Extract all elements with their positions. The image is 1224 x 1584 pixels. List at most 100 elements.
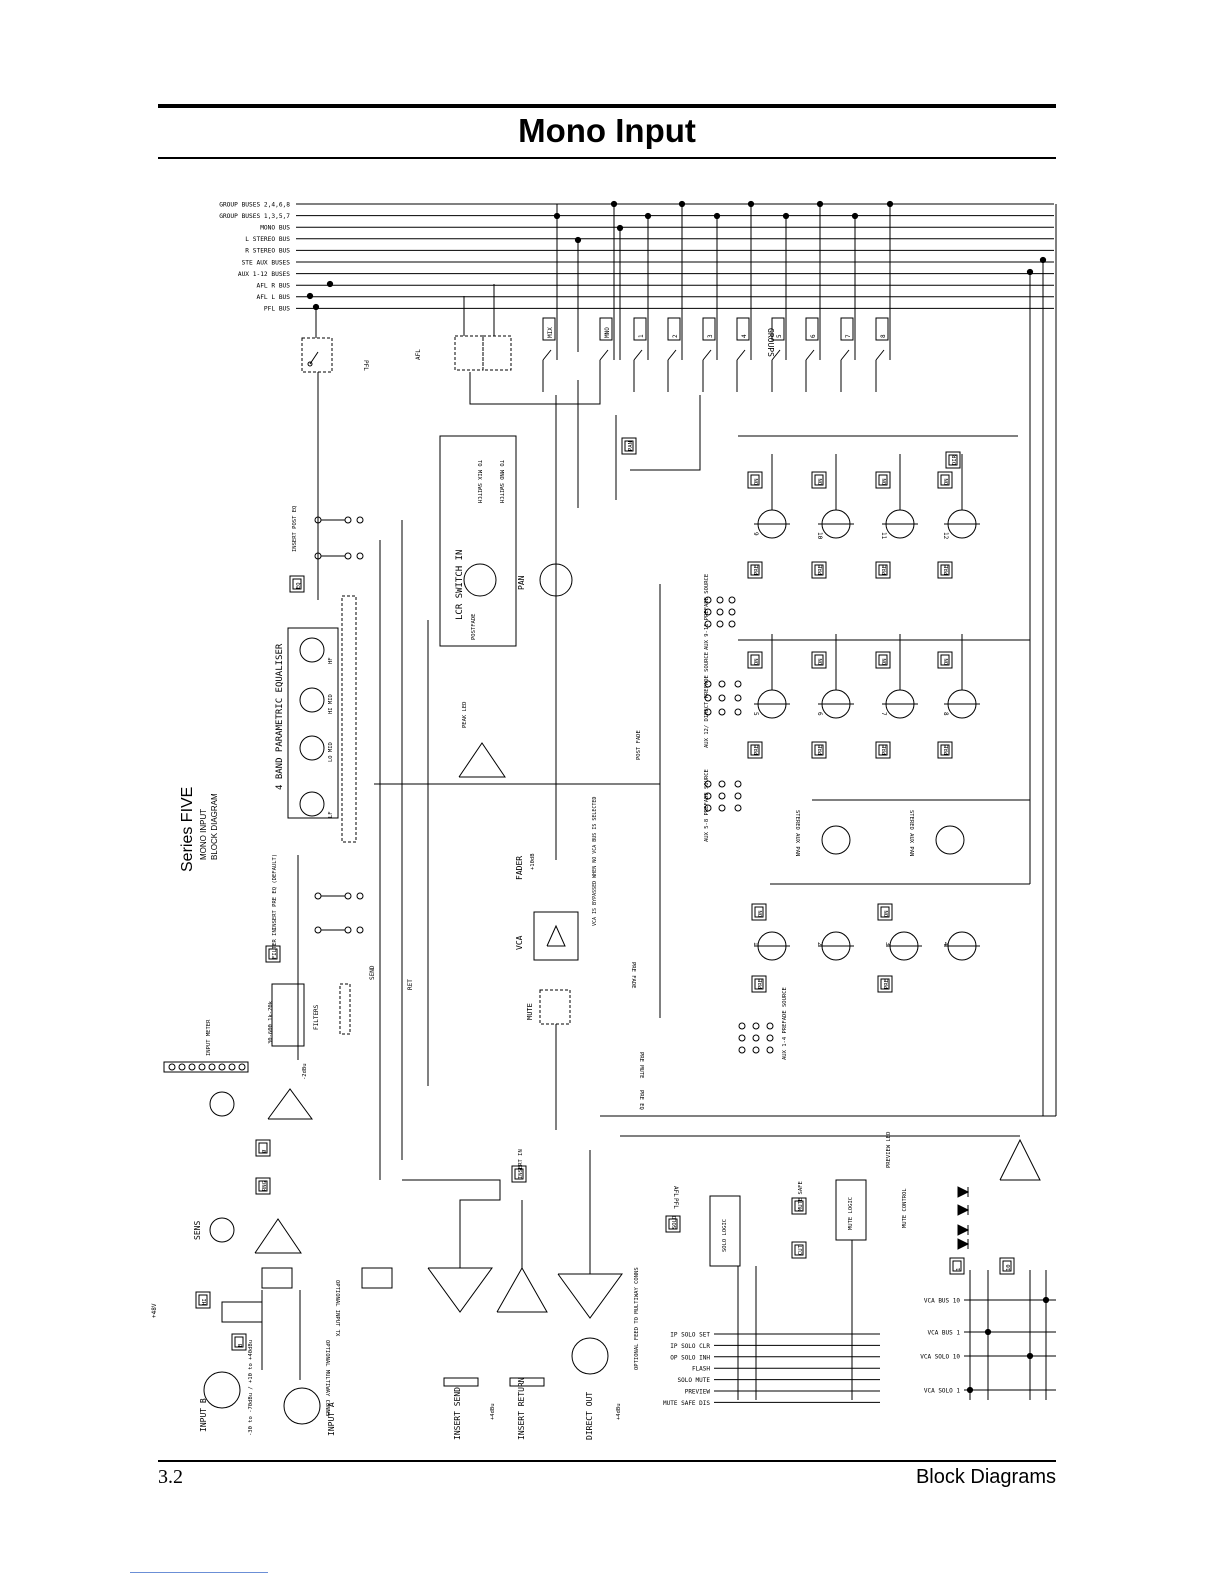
control-line-label: OP SOLO INH	[670, 1354, 710, 1361]
post-fade-label: POST FADE	[636, 730, 642, 760]
routing-button-3	[633, 317, 647, 341]
aux-top-pre-11-inner	[878, 564, 888, 576]
input-a-label: INPUT A	[327, 1402, 336, 1436]
aux-5-8-source-label: AUX 5-8 PREFADE SOURCE	[704, 769, 710, 842]
vca-line-label: VCA BUS 1	[927, 1330, 960, 1337]
meter-led	[188, 1063, 196, 1071]
mute-box	[539, 989, 571, 1025]
eq-title: 4 BAND PARAMETRIC EQUALISER	[275, 643, 285, 790]
vca-button-10-label: 10	[1006, 1264, 1012, 1271]
groups-label: GROUPS	[766, 328, 775, 357]
diode	[957, 1186, 970, 1198]
routing-button-1-label: MIX	[547, 327, 554, 338]
junction-dot	[326, 280, 334, 288]
aux-mid-pre-6-label: PRE	[818, 745, 824, 755]
fader-gain-label: +10dB	[530, 853, 536, 870]
insert-send-amp	[427, 1267, 493, 1313]
input-trim-amp	[267, 1088, 313, 1120]
filter-in-button-label: FILTER IN	[272, 929, 278, 959]
routing-switch	[736, 349, 746, 361]
aux-sends	[754, 454, 980, 961]
aux-source-jack	[738, 1034, 746, 1042]
routing-switch	[771, 349, 781, 361]
routing-button-10-label: 8	[880, 334, 887, 338]
aux-mid-on-7-label: ON	[882, 658, 888, 665]
aux-source-jack	[728, 620, 736, 628]
aux-mid-pre-7-label: PRE	[882, 745, 888, 755]
aux-mid-pre-6	[811, 741, 827, 759]
optional-multiway-label: OPTIONAL MULTIWAY CONNS	[324, 1340, 330, 1416]
aux-bottom-on-1	[751, 903, 767, 921]
insert-in-button	[511, 1165, 527, 1183]
aux-source-jack	[766, 1022, 774, 1030]
aux-source-jack	[728, 608, 736, 616]
aux-mid-num-7: 7	[880, 712, 887, 716]
aux-source-jack	[734, 780, 742, 788]
aux-source-jack	[704, 680, 712, 688]
routing-button-3-label: 1	[638, 334, 645, 338]
eq-band-3	[299, 687, 325, 713]
solo-button	[665, 1215, 681, 1233]
aux-mid-pre-6-inner	[814, 744, 824, 756]
control-line-label: FLASH	[692, 1366, 710, 1373]
aux-source-jack	[716, 596, 724, 604]
aux-1-4-source-label: AUX 1-4 PREFADE SOURCE	[782, 987, 788, 1060]
filter-range-label: 30-600 1k-20k	[268, 1000, 274, 1044]
aux-source-jack	[716, 608, 724, 616]
eq-button-inner	[292, 578, 302, 590]
aux-bottom-pre-1-label: PRE	[758, 979, 764, 989]
control-line-label: PREVIEW	[685, 1389, 711, 1396]
aux-top-pre-11-label: PRE	[882, 565, 888, 575]
solo-button-inner	[668, 1218, 678, 1230]
control-line-label: IP SOLO SET	[670, 1332, 710, 1339]
insert-send-label: INSERT SEND	[453, 1387, 462, 1440]
eq-bypass-path	[341, 595, 357, 843]
junction-dot	[747, 200, 755, 208]
sens-pot	[209, 1217, 235, 1243]
vca-line-label: VCA SOLO 1	[924, 1388, 961, 1395]
aux-mid-on-5-inner	[750, 654, 760, 666]
dir-button-label: DIR	[952, 454, 958, 465]
junction-dot	[851, 212, 859, 220]
footer-page-number: 3.2	[158, 1466, 183, 1488]
routing-switch	[667, 349, 677, 361]
aux-mid-num-6: 6	[816, 712, 823, 716]
mute-label: MUTE	[526, 1003, 534, 1020]
pan-button-label: PAN	[628, 441, 634, 451]
solo-logic-box	[709, 1195, 741, 1267]
eq-band-2	[299, 735, 325, 761]
insert-jack	[356, 892, 364, 900]
aux-source-jack	[704, 596, 712, 604]
routing-switch	[840, 349, 850, 361]
routing-button-9-label: 7	[845, 334, 852, 338]
b-button	[231, 1333, 247, 1351]
vca-line-label: VCA BUS 10	[924, 1298, 961, 1305]
direct-out-xlr	[571, 1337, 609, 1375]
aux-source-jack	[704, 792, 712, 800]
aux-bottom-on-1-inner	[754, 906, 764, 918]
signal-wires	[261, 204, 1057, 1403]
aux-source-jack	[704, 708, 712, 716]
aux-top-pre-11	[875, 561, 891, 579]
aux-mid-pre-7	[875, 741, 891, 759]
aux-source-jack	[738, 1046, 746, 1054]
pre-fade-label: PRE FADE	[630, 962, 636, 989]
aux-top-pre-9-inner	[750, 564, 760, 576]
insert-send-level: +4dBu	[490, 1403, 496, 1420]
aux-top-num-11: 11	[880, 532, 887, 540]
bus-label: PFL BUS	[264, 306, 290, 313]
vca-button-1-inner	[952, 1260, 962, 1272]
dir-button	[945, 451, 961, 469]
lcr-to-mno: TO MNO SWITCH	[498, 460, 504, 503]
aux-source-jack	[718, 780, 726, 788]
aux-mid-num-8: 8	[942, 712, 949, 716]
bus-label: R STEREO BUS	[245, 248, 290, 255]
aux-top-pre-10-inner	[814, 564, 824, 576]
insert-return-amp	[496, 1266, 548, 1313]
hi-button-label: HI	[202, 1298, 208, 1305]
eq-button	[289, 575, 305, 593]
control-line-label: MUTE SAFE DIS	[663, 1400, 710, 1407]
junction-dot	[713, 212, 721, 220]
